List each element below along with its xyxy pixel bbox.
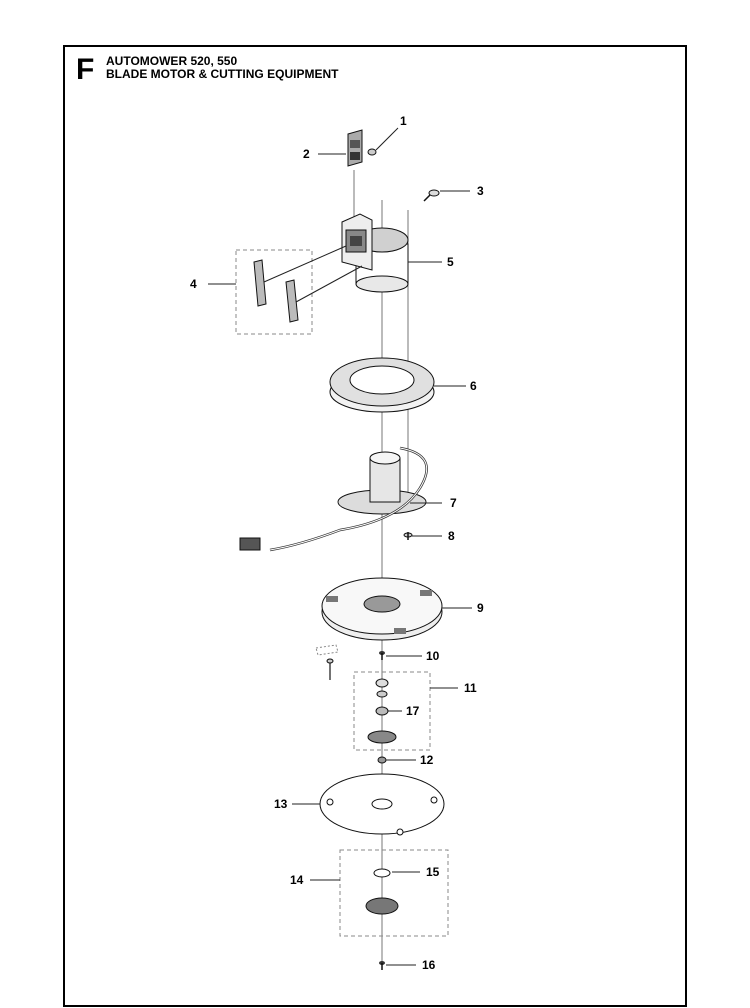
callout-16: 16 (422, 958, 436, 972)
callout-3: 3 (477, 184, 484, 198)
callout-1: 1 (400, 114, 407, 128)
callout-14: 14 (290, 873, 304, 887)
callout-5: 5 (447, 255, 454, 269)
part-11-bearing-parts (367, 678, 397, 744)
callout-17: 17 (406, 704, 420, 718)
leader-1 (375, 127, 399, 151)
part-16-screw (379, 961, 385, 970)
part-4-side-rails (253, 245, 363, 323)
part-11-group-box (353, 671, 431, 751)
title-model: AUTOMOWER 520, 550 (106, 54, 237, 68)
callout-8: 8 (448, 529, 455, 543)
callout-7: 7 (450, 496, 457, 510)
part-1-nut (367, 148, 377, 156)
part-3-screw (423, 189, 440, 202)
callout-12: 12 (420, 753, 434, 767)
part-2-connector-clip (347, 129, 363, 167)
part-10-screw (379, 651, 385, 660)
callout-9: 9 (477, 601, 484, 615)
callout-10: 10 (426, 649, 440, 663)
section-letter: F (76, 53, 94, 86)
callout-13: 13 (274, 797, 288, 811)
part-12-nut (377, 756, 387, 764)
motor-connector-plug (239, 537, 261, 551)
part-13-skid-plate (319, 773, 445, 836)
part-5-motor-holder (341, 213, 409, 293)
diagram-frame (63, 45, 687, 1007)
callout-4: 4 (190, 277, 197, 291)
part-7-blade-motor (239, 446, 428, 552)
part-17-bearing (375, 706, 389, 716)
part-4-group-box (235, 249, 313, 335)
part-6-ring-seal (329, 357, 435, 413)
callout-11: 11 (464, 681, 477, 695)
part-14-hub (365, 897, 399, 915)
part-15-washer (373, 868, 391, 878)
part-8-screw (403, 532, 413, 540)
part-9-blade-disc (321, 577, 443, 641)
spare-blade-and-screw (315, 644, 339, 680)
title-assembly: BLADE MOTOR & CUTTING EQUIPMENT (106, 67, 339, 81)
callout-2: 2 (303, 147, 310, 161)
part-14-group-box (339, 849, 449, 937)
callout-15: 15 (426, 865, 440, 879)
callout-6: 6 (470, 379, 477, 393)
